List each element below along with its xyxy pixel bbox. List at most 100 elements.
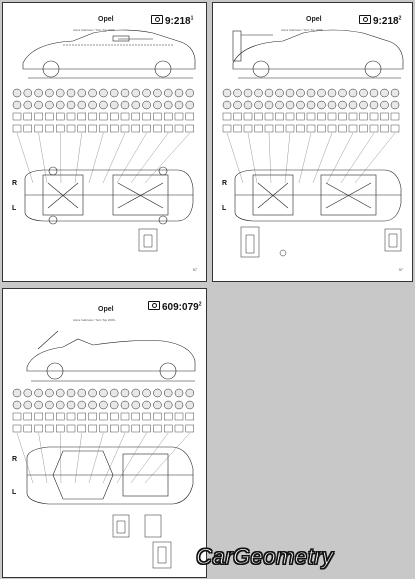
callout-box (390, 112, 400, 121)
callout-circle (163, 388, 173, 398)
callout-box (23, 412, 32, 421)
callout-box (99, 112, 108, 121)
callout-box (131, 412, 141, 421)
chassis-diagram (12, 29, 196, 252)
camera-icon (359, 15, 371, 24)
callout-circle (23, 88, 33, 98)
callout-circle (66, 100, 76, 110)
sheet-subtitle: Astra Cabriolet / Twin Top 2006- (281, 28, 324, 32)
callout-box (380, 112, 389, 121)
callout-box (120, 424, 130, 433)
diagram-sheet-2: Opel Astra Cabriolet / Twin Top 2006- 9:… (212, 2, 413, 282)
chassis-diagram (222, 29, 404, 258)
callout-circle (131, 388, 141, 398)
side-label-l: L (222, 205, 227, 212)
callout-circle (99, 100, 108, 110)
callout-circle (317, 100, 326, 110)
sheet-code: 9:2182 (359, 15, 401, 27)
callout-circle (380, 88, 389, 98)
callout-circle (275, 88, 284, 98)
callout-box (174, 124, 184, 133)
callout-box (369, 124, 379, 133)
callout-circle (264, 100, 274, 110)
callout-circle (88, 388, 97, 398)
callout-circle (88, 88, 97, 98)
callout-box (285, 124, 295, 133)
callout-box (88, 424, 97, 433)
callout-box (109, 412, 119, 421)
callout-box (56, 112, 65, 121)
sheet-code-text: 9:218 (373, 16, 399, 27)
callout-circle (55, 100, 65, 110)
callout-box (66, 412, 76, 421)
callout-circle (222, 88, 232, 98)
leader-line (74, 432, 82, 484)
callout-circle (66, 400, 76, 410)
callout-box (264, 112, 274, 121)
callout-circle (254, 100, 263, 110)
callout-circle (163, 400, 173, 410)
callout-circle (153, 400, 162, 410)
callout-circle (131, 100, 141, 110)
callout-box (56, 124, 65, 133)
callout-circle (66, 388, 76, 398)
camera-icon (148, 301, 160, 310)
callout-box (12, 424, 22, 433)
callout-circle (153, 88, 162, 98)
callout-box (348, 124, 358, 133)
callout-box (66, 124, 76, 133)
callout-box (109, 424, 119, 433)
callout-box (99, 412, 108, 421)
sheet-code-text: 9:218 (165, 16, 191, 27)
leader-line (60, 432, 62, 484)
callout-box (163, 424, 173, 433)
callout-circle (254, 88, 263, 98)
callout-box (185, 124, 195, 133)
leader-line (16, 432, 34, 484)
callout-circle (34, 388, 43, 398)
callout-box (120, 124, 130, 133)
leader-line (326, 132, 354, 184)
leader-line (74, 132, 82, 184)
callout-box (275, 124, 284, 133)
callout-box (233, 112, 242, 121)
callout-circle (142, 88, 151, 98)
side-label-r: R (12, 456, 18, 463)
sheet-code: 9:2181 (151, 15, 193, 27)
callout-box (34, 124, 43, 133)
leader-line (340, 132, 375, 184)
callout-box (23, 112, 32, 121)
callout-box (254, 124, 263, 133)
callout-box (306, 112, 316, 121)
callout-box (88, 112, 97, 121)
callout-circle (45, 388, 54, 398)
callout-circle (275, 100, 284, 110)
callout-box (163, 112, 173, 121)
callout-circle (77, 400, 87, 410)
callout-box (34, 424, 43, 433)
callout-circle (359, 100, 368, 110)
callout-box (109, 124, 119, 133)
callout-box (153, 412, 162, 421)
leader-line (144, 432, 190, 484)
callout-box (163, 124, 173, 133)
leader-line (354, 132, 396, 184)
callout-circle (153, 388, 162, 398)
callout-box (174, 424, 184, 433)
callout-box (348, 112, 358, 121)
callout-circle (380, 100, 389, 110)
leader-line (144, 132, 190, 184)
callout-box (327, 112, 337, 121)
callout-circle (264, 88, 274, 98)
callout-circle (45, 400, 54, 410)
callout-circle (23, 388, 33, 398)
callout-box (153, 112, 162, 121)
sheet-brand: Opel (98, 16, 114, 23)
callout-circle (88, 100, 97, 110)
callout-circle (243, 88, 253, 98)
leader-line (60, 132, 62, 184)
callout-box (153, 424, 162, 433)
callout-box (66, 424, 76, 433)
sheet-code-sup: 1 (190, 15, 194, 22)
callout-circle (109, 388, 119, 398)
